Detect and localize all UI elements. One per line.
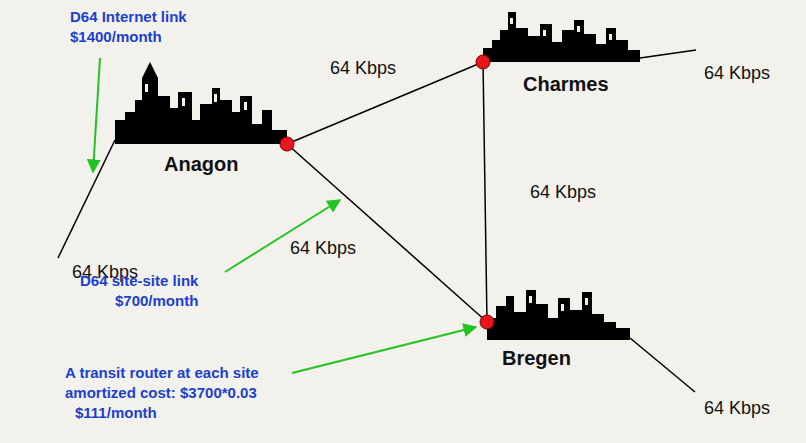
site-name: Anagon	[164, 153, 238, 176]
annotation: D64 site-site link	[80, 272, 198, 289]
site-node: Anagon	[115, 58, 287, 176]
site-name: Bregen	[502, 347, 571, 370]
site-node: Bregen	[487, 285, 637, 370]
annotation: D64 Internet link	[70, 8, 187, 25]
annotation: amortized cost: $3700*0.03	[65, 384, 257, 401]
router-dot	[280, 137, 294, 151]
annotation: $1400/month	[70, 28, 162, 45]
link-speed: 64 Kbps	[704, 398, 770, 419]
site-name: Charmes	[523, 73, 609, 96]
window-marks	[145, 18, 612, 311]
link-speed: 64 Kbps	[530, 182, 596, 203]
internet-link	[58, 50, 696, 392]
annotation: $700/month	[115, 292, 198, 309]
link-speed: 64 Kbps	[290, 238, 356, 259]
skyline	[115, 12, 640, 340]
link-speed: 64 Kbps	[704, 63, 770, 84]
router-dot	[476, 55, 490, 69]
site-node: Charmes	[483, 8, 648, 96]
link-speed: 64 Kbps	[330, 58, 396, 79]
site-link	[287, 144, 487, 322]
leader-arrow	[93, 58, 476, 373]
router-dot	[480, 315, 494, 329]
site-link	[483, 62, 487, 322]
annotation: A transit router at each site	[65, 364, 259, 381]
annotation: $111/month	[75, 404, 157, 421]
